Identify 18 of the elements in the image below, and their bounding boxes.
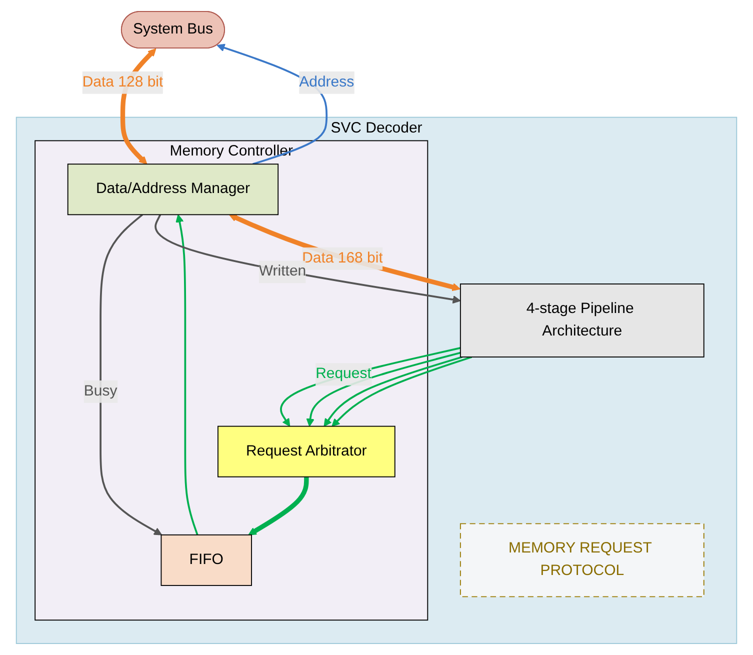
node-box: Data/Address Manager — [67, 164, 279, 216]
arrow — [100, 214, 162, 536]
edge-label: Busy — [84, 383, 118, 400]
edge-label: Address — [299, 74, 354, 90]
arrow — [176, 214, 198, 536]
node-box: Request Arbitrator — [218, 426, 396, 478]
edge-label: Data 128 bit — [82, 74, 164, 90]
node-box: FIFO — [160, 534, 252, 586]
arrow — [216, 44, 328, 165]
arrow — [154, 214, 461, 304]
arrow — [280, 347, 461, 427]
node-box: 4-stage Pipeline Architecture — [460, 284, 704, 358]
edge-label: Data 168 bit — [302, 250, 383, 266]
edge-label: Request — [316, 366, 372, 382]
arrow — [248, 476, 309, 536]
edge-label: Written — [258, 264, 306, 280]
arrow — [228, 214, 460, 292]
node-box: MEMORY REQUEST PROTOCOL — [460, 523, 704, 598]
